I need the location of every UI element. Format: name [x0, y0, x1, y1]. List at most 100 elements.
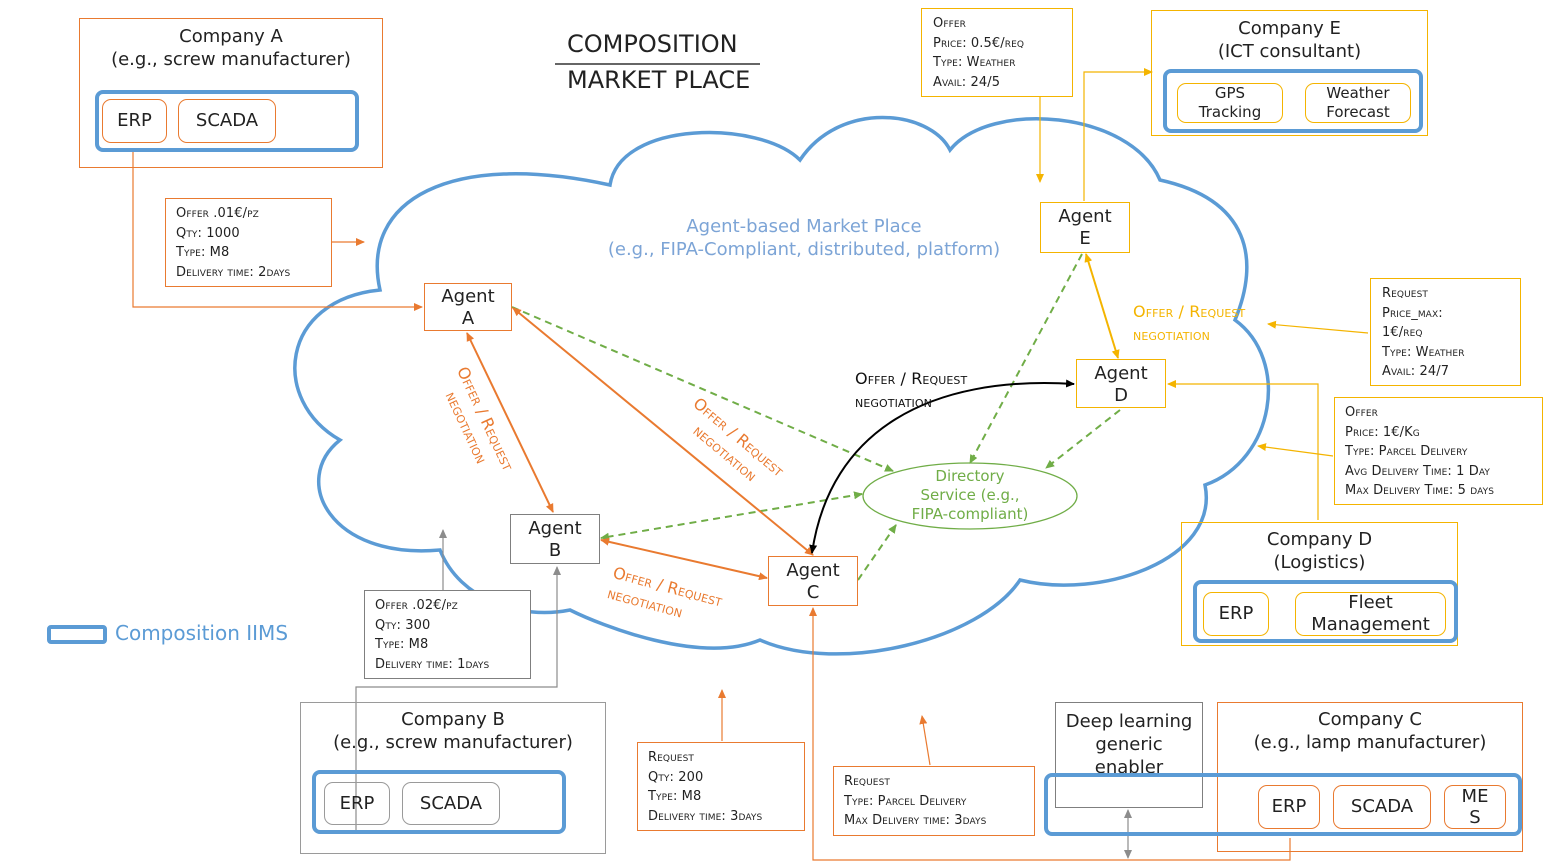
deep-learning-l2: generic [1095, 734, 1163, 755]
offer-b-line-4: Delivery time: 1days [375, 656, 490, 672]
company-a-box: Company A (e.g., screw manufacturer) ERP… [79, 18, 383, 168]
agent-b-box[interactable]: Agent B [510, 514, 600, 564]
company-a-scada[interactable]: SCADA [178, 99, 276, 143]
offer-b-line-2: Qty: 300 [375, 617, 431, 633]
negotiation-label-cd-2: negotiation [855, 392, 932, 411]
message-offer-b: Offer .02€/pz Qty: 300 Type: M8 Delivery… [364, 590, 531, 679]
company-b-box: Company B (e.g., screw manufacturer) ERP… [300, 702, 606, 854]
company-a-subtitle: (e.g., screw manufacturer) [111, 49, 351, 70]
company-b-title: Company B [401, 709, 505, 730]
connector-company-a-agent-a [132, 152, 423, 311]
request-c1-line-1: Request [648, 750, 694, 765]
page-title-line1: COMPOSITION [567, 30, 738, 58]
company-d-fleet[interactable]: Fleet Management [1295, 592, 1446, 636]
offer-b-line-1: Offer .02€/pz [375, 598, 458, 613]
company-c-mes[interactable]: ME S [1444, 785, 1506, 829]
company-a-erp[interactable]: ERP [102, 99, 167, 143]
agent-e-label-2: E [1079, 228, 1091, 249]
message-offer-d: Offer Price: 1€/Kg Type: Parcel Delivery… [1334, 397, 1543, 505]
company-d-fleet-label-1: Fleet [1348, 592, 1393, 613]
company-d-erp[interactable]: ERP [1203, 592, 1269, 636]
agent-c-box[interactable]: Agent C [768, 556, 858, 606]
agent-c-label-1: Agent [786, 560, 840, 581]
company-a-iims: ERP SCADA [95, 90, 359, 152]
agent-d-label-1: Agent [1094, 363, 1148, 384]
company-a-erp-label: ERP [117, 110, 152, 131]
agent-b-label-1: Agent [528, 518, 582, 539]
offer-d-line-1: Offer [1345, 405, 1379, 420]
request-c1-line-2: Qty: 200 [648, 769, 704, 785]
request-d-line-5: Avail: 24/7 [1382, 364, 1450, 379]
company-b-scada-label: SCADA [419, 792, 483, 814]
link-agent-c-directory [857, 524, 897, 581]
company-d-fleet-label-2: Management [1311, 614, 1430, 635]
company-e-title: Company E [1238, 18, 1341, 39]
company-c-scada-label: SCADA [1350, 796, 1414, 817]
agent-e-box[interactable]: Agent E [1040, 202, 1130, 253]
offer-e-line-1: Offer [933, 16, 967, 31]
company-c-scada[interactable]: SCADA [1333, 785, 1431, 829]
company-d-iims: ERP Fleet Management [1193, 580, 1458, 643]
connector-company-e-agent-e [1083, 68, 1153, 201]
company-c-erp[interactable]: ERP [1258, 785, 1320, 829]
market-cloud [293, 115, 1270, 656]
directory-service-l1: Directory [935, 467, 1005, 485]
request-d-line-3: 1€/req [1382, 325, 1423, 340]
offer-b-line-3: Type: M8 [375, 637, 429, 652]
agent-d-box[interactable]: Agent D [1076, 359, 1166, 408]
agent-d-label-2: D [1114, 385, 1128, 406]
negotiation-label-de-1: Offer / Request [1133, 302, 1246, 321]
offer-a-line-3: Type: M8 [176, 245, 230, 260]
message-request-d: Request Price_max: 1€/req Type: Weather … [1370, 278, 1521, 386]
page-title-line2: MARKET PLACE [567, 66, 751, 94]
company-a-title: Company A [179, 26, 283, 47]
request-d-line-4: Type: Weather [1382, 344, 1465, 360]
connector-request-c2-up [919, 715, 931, 766]
request-d-line-2: Price_max: [1382, 305, 1443, 321]
request-c1-line-3: Type: M8 [648, 789, 702, 804]
company-d-erp-label: ERP [1218, 603, 1254, 624]
company-b-iims: ERP SCADA [312, 770, 566, 834]
company-b-erp[interactable]: ERP [324, 782, 390, 825]
cloud-label-2: (e.g., FIPA-Compliant, distributed, plat… [607, 239, 1001, 260]
company-a-scada-label: SCADA [195, 110, 259, 131]
deep-learning-l3: enabler [1094, 757, 1164, 778]
company-e-gps[interactable]: GPS Tracking [1177, 83, 1283, 123]
request-c2-line-3: Max Delivery time: 3days [844, 813, 987, 828]
negotiation-label-de-2: negotiation [1133, 325, 1210, 344]
offer-d-line-3: Type: Parcel Delivery [1345, 444, 1468, 459]
company-c-title: Company C [1318, 709, 1422, 730]
arrow-agent-e-agent-d [1084, 253, 1120, 359]
company-c-box: Company C (e.g., lamp manufacturer) [1217, 702, 1523, 852]
company-e-weather[interactable]: Weather Forecast [1305, 83, 1411, 123]
legend-label: Composition IIMS [115, 621, 289, 645]
legend-swatch [47, 625, 107, 644]
request-d-line-1: Request [1382, 286, 1428, 301]
request-c2-line-2: Type: Parcel Delivery [844, 793, 967, 809]
company-e-box: Company E (ICT consultant) GPS Tracking … [1151, 10, 1428, 136]
company-d-subtitle: (Logistics) [1273, 552, 1366, 573]
offer-d-line-5: Max Delivery Time: 5 days [1345, 483, 1495, 498]
message-request-c1: Request Qty: 200 Type: M8 Delivery time:… [637, 742, 805, 831]
company-b-scada[interactable]: SCADA [402, 782, 500, 825]
cloud-label-1: Agent-based Market Place [686, 216, 922, 237]
negotiation-arrows [466, 307, 814, 581]
deep-learning-box[interactable]: Deep learning generic enabler [1055, 702, 1203, 808]
company-e-weather-label-2: Forecast [1326, 103, 1390, 121]
directory-service-l3: FIPA-compliant) [911, 505, 1029, 523]
company-b-subtitle: (e.g., screw manufacturer) [333, 732, 573, 753]
arrow-agent-a-agent-c [512, 307, 814, 556]
agent-a-box[interactable]: Agent A [424, 283, 512, 331]
company-e-iims: GPS Tracking Weather Forecast [1163, 69, 1423, 133]
offer-e-line-4: Avail: 24/5 [933, 74, 1001, 90]
offer-e-line-2: Price: 0.5€/req [933, 35, 1025, 51]
offer-a-line-4: Delivery time: 2days [176, 264, 291, 280]
connector-company-c-agent-c [809, 607, 1291, 861]
message-request-c2: Request Type: Parcel Delivery Max Delive… [833, 766, 1035, 836]
link-directory-agent-b [600, 491, 863, 541]
yellow-connectors [1036, 68, 1369, 520]
message-offer-e: Offer Price: 0.5€/req Type: Weather Avai… [921, 8, 1073, 97]
company-c-erp-label: ERP [1271, 796, 1307, 817]
company-b-erp-label: ERP [339, 792, 375, 814]
